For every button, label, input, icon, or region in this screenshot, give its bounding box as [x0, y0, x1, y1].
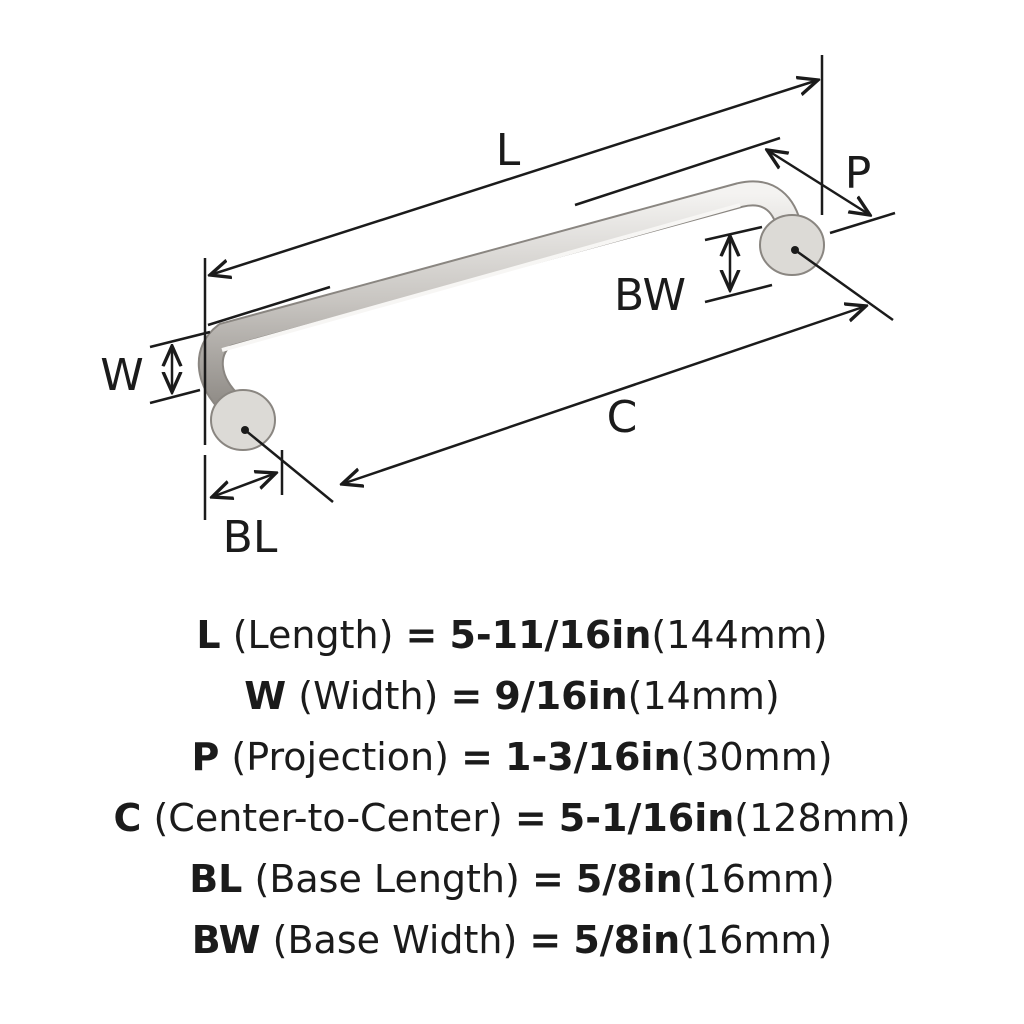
- spec-name: (Width): [298, 674, 439, 718]
- left-base: [210, 389, 276, 451]
- spec-imperial: 5-11/16in: [449, 613, 652, 657]
- label-BW: BW: [614, 270, 686, 321]
- spec-row: W (Width) = 9/16in(14mm): [0, 666, 1024, 727]
- specifications-list: L (Length) = 5-11/16in(144mm) W (Width) …: [0, 605, 1024, 971]
- spec-row: P (Projection) = 1-3/16in(30mm): [0, 727, 1024, 788]
- spec-name: (Base Width): [272, 918, 518, 962]
- spec-name: (Projection): [231, 735, 449, 779]
- spec-code: W: [244, 674, 287, 718]
- spec-imperial: 1-3/16in: [505, 735, 681, 779]
- spec-eq: =: [461, 735, 493, 779]
- spec-code: P: [191, 735, 220, 779]
- spec-metric: (144mm): [651, 613, 828, 657]
- dimension-lines: [149, 55, 896, 520]
- spec-imperial: 5-1/16in: [558, 796, 735, 840]
- spec-name: (Base Length): [254, 857, 520, 901]
- spec-imperial: 5/8in: [573, 918, 681, 962]
- spec-row: L (Length) = 5-11/16in(144mm): [0, 605, 1024, 666]
- spec-eq: =: [450, 674, 483, 718]
- spec-code: BL: [189, 857, 243, 901]
- spec-eq: =: [405, 613, 438, 657]
- spec-code: C: [113, 796, 142, 840]
- spec-metric: (128mm): [734, 796, 911, 840]
- spec-row: BL (Base Length) = 5/8in(16mm): [0, 849, 1024, 910]
- spec-imperial: 9/16in: [494, 674, 628, 718]
- label-C: C: [607, 392, 638, 443]
- spec-code: L: [196, 613, 221, 657]
- label-BL: BL: [223, 512, 278, 563]
- label-P: P: [845, 148, 872, 199]
- spec-code: BW: [191, 918, 261, 962]
- cabinet-pull-handle: [197, 180, 825, 451]
- spec-row: BW (Base Width) = 5/8in(16mm): [0, 910, 1024, 971]
- label-W: W: [100, 350, 144, 401]
- spec-eq: =: [529, 918, 562, 962]
- spec-metric: (16mm): [680, 918, 833, 962]
- label-L: L: [496, 125, 521, 176]
- spec-name: (Length): [232, 613, 394, 657]
- spec-row: C (Center-to-Center) = 5-1/16in(128mm): [0, 788, 1024, 849]
- spec-eq: =: [531, 857, 564, 901]
- spec-eq: =: [514, 796, 547, 840]
- handle-dimension-diagram: L P BW W C BL: [100, 55, 896, 563]
- spec-metric: (16mm): [682, 857, 835, 901]
- spec-name: (Center-to-Center): [153, 796, 503, 840]
- spec-metric: (30mm): [680, 735, 833, 779]
- right-base: [759, 214, 825, 276]
- spec-imperial: 5/8in: [575, 857, 683, 901]
- spec-metric: (14mm): [627, 674, 780, 718]
